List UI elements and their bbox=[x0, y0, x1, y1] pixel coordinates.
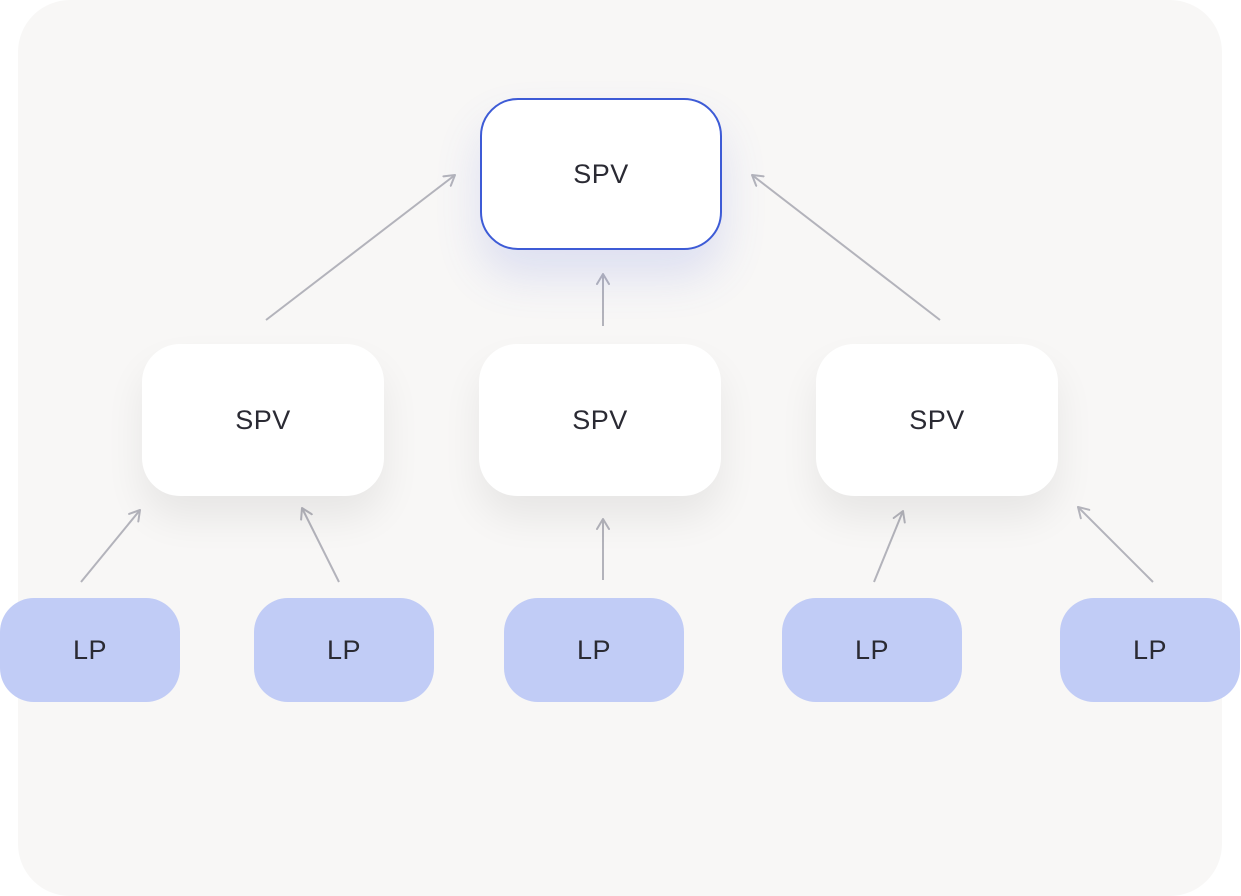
middle-spv-label: SPV bbox=[909, 404, 965, 435]
lp-label: LP bbox=[1132, 634, 1168, 665]
lp-label: LP bbox=[576, 634, 612, 665]
middle-spv-node-2: SPV bbox=[479, 344, 721, 496]
lp-label: LP bbox=[854, 634, 890, 665]
lp-node-5: LP bbox=[1060, 598, 1240, 702]
middle-spv-node-1: SPV bbox=[142, 344, 384, 496]
lp-label: LP bbox=[72, 634, 108, 665]
root-spv-node: SPV bbox=[480, 98, 722, 250]
lp-label: LP bbox=[326, 634, 362, 665]
middle-spv-node-3: SPV bbox=[816, 344, 1058, 496]
middle-spv-label: SPV bbox=[572, 404, 628, 435]
lp-node-3: LP bbox=[504, 598, 684, 702]
lp-node-4: LP bbox=[782, 598, 962, 702]
middle-spv-label: SPV bbox=[235, 404, 291, 435]
lp-node-2: LP bbox=[254, 598, 434, 702]
root-spv-label: SPV bbox=[573, 158, 629, 189]
lp-node-1: LP bbox=[0, 598, 180, 702]
